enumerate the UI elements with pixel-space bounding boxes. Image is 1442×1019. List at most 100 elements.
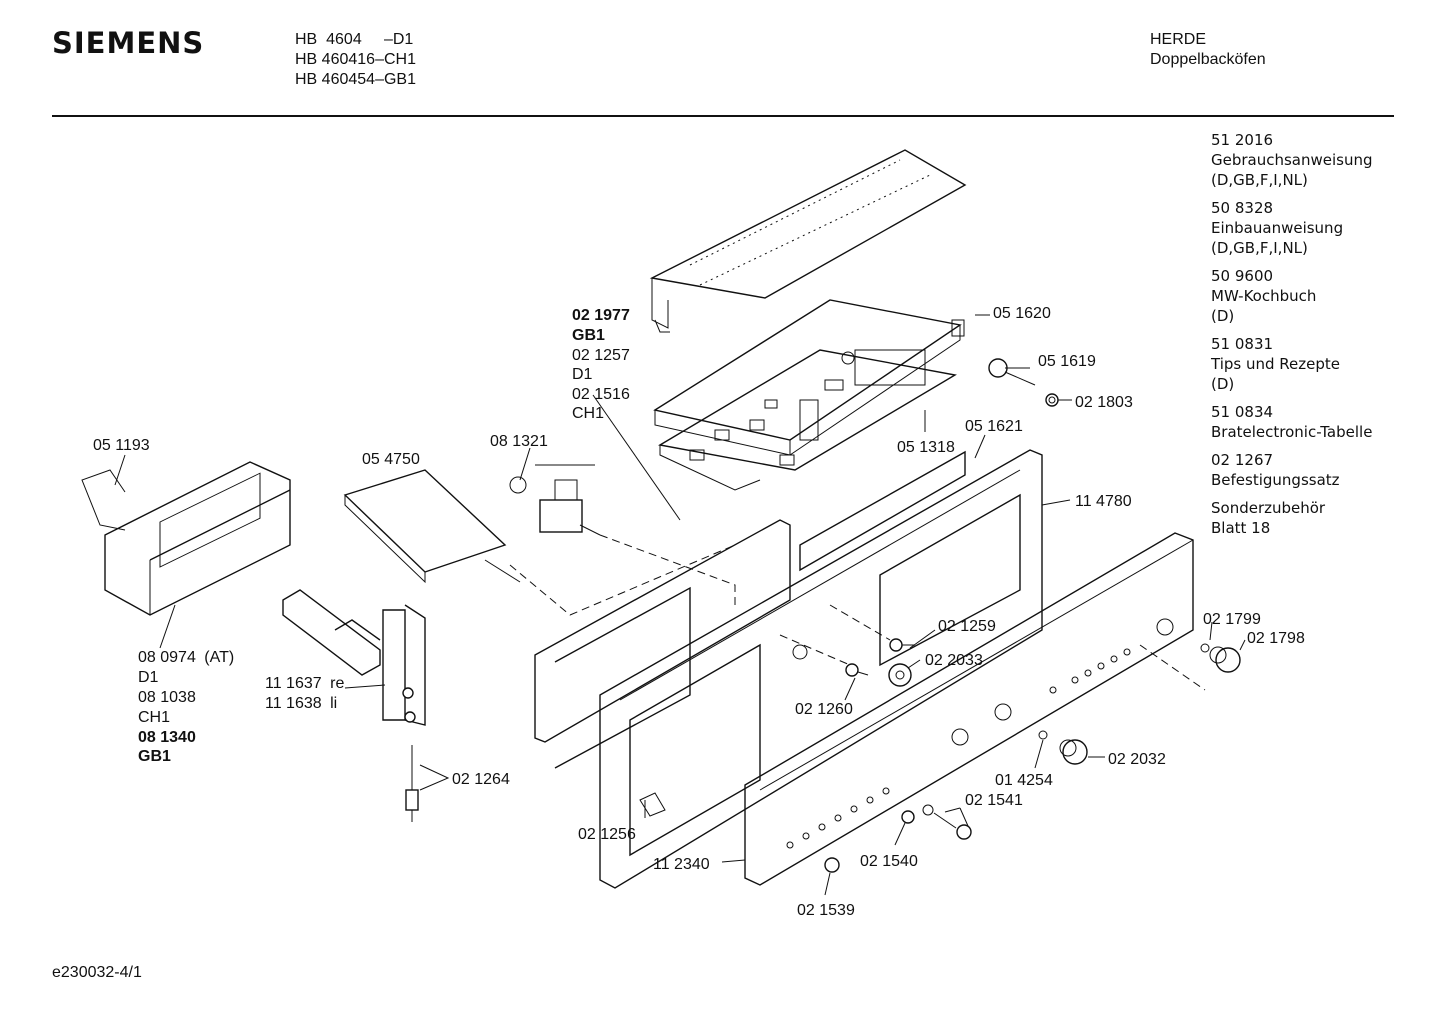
leader-line (824, 872, 831, 896)
document-note: (D,GB,F,I,NL) (1211, 171, 1308, 189)
document-list: 51 2016 Gebrauchsanweisung (D,GB,F,I,NL)… (1211, 130, 1373, 546)
part-label: 02 1257 (572, 347, 630, 364)
document-title: Tips und Rezepte (1211, 355, 1340, 373)
part-label: 08 1340 (138, 729, 196, 746)
leader-line (114, 454, 126, 486)
model-list: HB 4604 –D1 HB 460416–CH1 HB 460454–GB1 (295, 30, 416, 90)
part-label: 02 1516 (572, 386, 630, 403)
leader-line (344, 684, 386, 689)
inner-frame (534, 519, 791, 769)
document-title: Einbauanweisung (1211, 219, 1344, 237)
front-control-panel (744, 532, 1194, 886)
document-item: Sonderzubehör Blatt 18 (1211, 498, 1373, 538)
button-021539 (824, 857, 840, 873)
leader-line (974, 434, 986, 459)
part-label: 02 2032 (1108, 751, 1166, 768)
part-label: 05 1619 (1038, 353, 1096, 370)
document-note: Blatt 18 (1211, 519, 1271, 537)
document-note: (D,GB,F,I,NL) (1211, 239, 1308, 257)
assembly-line (599, 534, 736, 610)
button-021540 (901, 810, 915, 824)
assembly-line (779, 634, 851, 666)
part-label: 02 1256 (578, 826, 636, 843)
document-number: 02 1267 (1211, 451, 1274, 469)
heating-element-plate (343, 469, 521, 584)
drawing-code: e230032-4/1 (52, 964, 142, 981)
part-variant: GB1 (572, 327, 605, 344)
part-label: 02 1260 (795, 701, 853, 718)
part-number: 11 1638 (265, 695, 322, 712)
brand-logo: SIEMENS (52, 26, 205, 60)
part-label: 05 1620 (993, 305, 1051, 322)
part-label: 05 1621 (965, 418, 1023, 435)
leader-line (519, 447, 531, 481)
part-variant: GB1 (138, 748, 171, 765)
document-item: 02 1267 Befestigungssatz (1211, 450, 1373, 490)
part-variant: CH1 (138, 709, 170, 726)
part-label: 11 1638 li (265, 695, 337, 712)
category-subtitle: Doppelbacköfen (1150, 51, 1266, 68)
category-block: HERDE Doppelbacköfen (1150, 30, 1266, 70)
document-note: (D) (1211, 375, 1235, 393)
part-label: 02 1977 (572, 307, 630, 324)
document-item: 50 9600 MW-Kochbuch (D) (1211, 266, 1373, 326)
part-label: 02 1798 (1247, 630, 1305, 647)
part-label: 01 4254 (995, 772, 1053, 789)
leader-line (159, 604, 176, 649)
document-title: Bratelectronic-Tabelle (1211, 423, 1373, 441)
document-title: MW-Kochbuch (1211, 287, 1317, 305)
model-line: HB 460454–GB1 (295, 71, 416, 88)
document-title: Gebrauchsanweisung (1211, 151, 1373, 169)
display-module (81, 461, 291, 616)
model-line: HB 460416–CH1 (295, 51, 416, 68)
document-number: 50 9600 (1211, 267, 1274, 285)
part-label: 11 2340 (653, 856, 710, 873)
leader-line (907, 659, 921, 669)
leader-line (944, 807, 969, 827)
leader-line (721, 859, 746, 863)
control-board-tray (653, 299, 965, 491)
leader-line (909, 629, 936, 649)
part-label: 02 1803 (1075, 394, 1133, 411)
leader-line (1034, 739, 1044, 769)
part-variant: D1 (572, 366, 593, 383)
document-number: 50 8328 (1211, 199, 1274, 217)
category-title: HERDE (1150, 31, 1207, 48)
part-label: 02 1264 (452, 771, 510, 788)
document-item: 51 0834 Bratelectronic-Tabelle (1211, 402, 1373, 442)
assembly-line (829, 604, 891, 641)
knob-022032 (1059, 739, 1088, 765)
leader-line (1209, 621, 1213, 641)
leader-line (894, 822, 906, 846)
part-number: 11 1637 (265, 675, 322, 692)
part-label: 05 1193 (93, 437, 150, 454)
model-line: HB 4604 –D1 (295, 31, 414, 48)
part-suffix: li (330, 695, 337, 712)
document-item: 51 2016 Gebrauchsanweisung (D,GB,F,I,NL) (1211, 130, 1373, 190)
mounting-brackets (282, 589, 426, 726)
leader-line (844, 677, 856, 701)
part-variant: CH1 (572, 405, 604, 422)
part-label: 05 1318 (897, 439, 955, 456)
leader-line (1041, 499, 1071, 506)
leader-line (592, 394, 681, 521)
lamp-021803 (1048, 396, 1056, 404)
spring-021541 (922, 804, 972, 840)
part-label: 08 0974 (AT) (138, 649, 234, 666)
assembly-line (509, 544, 736, 616)
part-label: 08 1321 (490, 433, 548, 450)
part-label: 02 1259 (938, 618, 996, 635)
screw-021259 (889, 638, 915, 652)
screw-021260 (845, 663, 869, 677)
document-number: 51 0831 (1211, 335, 1274, 353)
lamp-021799 (1200, 643, 1210, 653)
leader-line (419, 764, 450, 791)
part-label: 02 1541 (965, 792, 1023, 809)
rotary-switch (988, 358, 1059, 407)
door-switch-plunger (405, 745, 419, 822)
button-row-upper (1049, 648, 1131, 694)
part-label: 05 4750 (362, 451, 420, 468)
part-label: 02 1539 (797, 902, 855, 919)
part-label: 02 1799 (1203, 611, 1261, 628)
